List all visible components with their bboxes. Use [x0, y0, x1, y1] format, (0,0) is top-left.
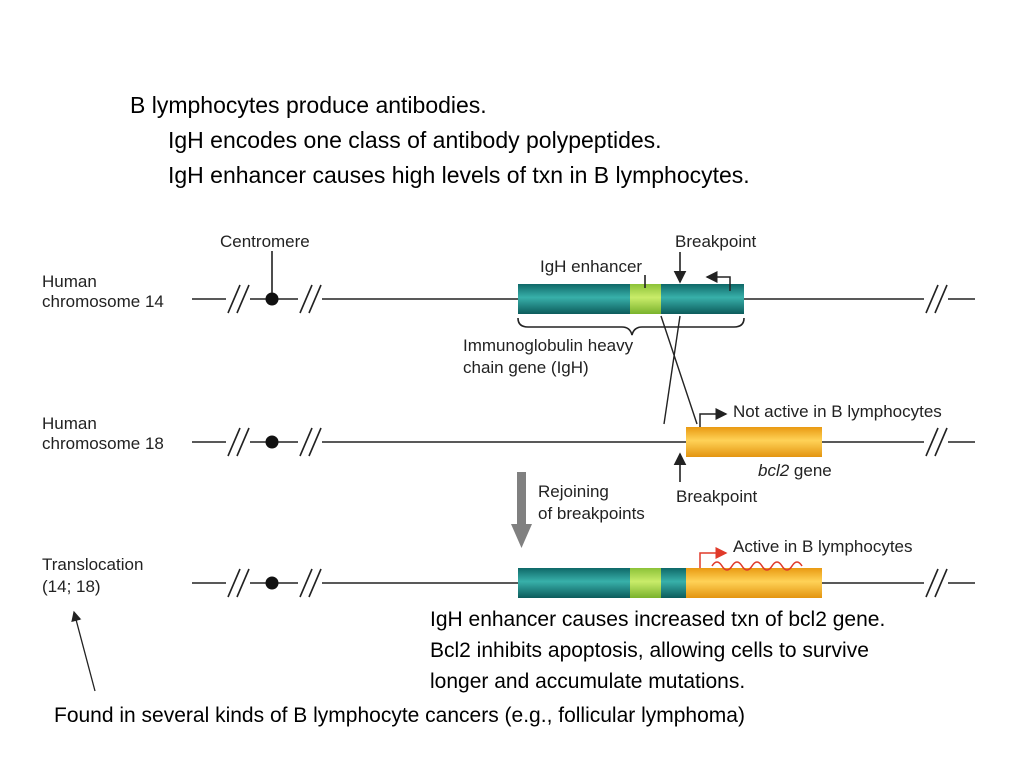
note-line-1: IgH enhancer causes increased txn of bcl…: [430, 608, 886, 631]
breakpoint-label-top: Breakpoint: [675, 232, 757, 251]
chromosome-14: [192, 251, 975, 336]
rejoining-label-1: Rejoining: [538, 482, 609, 501]
not-active-label: Not active in B lymphocytes: [733, 402, 942, 421]
chr14-label-2: chromosome 14: [42, 292, 164, 311]
note-line-3: longer and accumulate mutations.: [430, 670, 746, 693]
break-mark: [226, 284, 948, 314]
rejoining-label-2: of breakpoints: [538, 504, 645, 523]
note-line-2: Bcl2 inhibits apoptosis, allowing cells …: [430, 639, 869, 662]
breakpoint-label-bottom: Breakpoint: [676, 487, 758, 506]
bcl2-promoter-arrow: [699, 408, 728, 427]
bcl2-gene-bar: [686, 427, 822, 457]
igh-gene-label-1: Immunoglobulin heavy: [463, 336, 634, 355]
translocation-chromosome: [192, 547, 975, 598]
igh-enhancer-bar: [630, 568, 661, 598]
translocation-label-1: Translocation: [42, 555, 144, 574]
centromere-label: Centromere: [220, 232, 310, 251]
intro-line-2: IgH encodes one class of antibody polype…: [168, 127, 662, 153]
centromere-dot: [265, 435, 279, 449]
bcl2-gene-label: bcl2 gene: [758, 461, 832, 481]
translocation-label-2: (14; 18): [42, 577, 101, 596]
chromosome-18: [192, 408, 975, 482]
chr18-label-1: Human: [42, 414, 97, 433]
bcl2-gene-bar: [686, 568, 822, 598]
chr14-label-1: Human: [42, 272, 97, 291]
bcl2-italic: bcl2: [758, 461, 790, 480]
rejoining-arrow: [511, 472, 532, 548]
active-promoter-arrow: [699, 547, 728, 568]
igh-bracket: [517, 317, 745, 336]
intro-line-3: IgH enhancer causes high levels of txn i…: [168, 162, 750, 188]
transcription-wave: [711, 561, 803, 571]
footer-text: Found in several kinds of B lymphocyte c…: [54, 704, 745, 727]
bcl2-suffix: gene: [789, 461, 832, 480]
igh-enhancer-bar: [630, 284, 661, 314]
igh-promoter-arrow: [705, 271, 731, 291]
pointer-arrow: [71, 610, 96, 692]
centromere-dot: [265, 292, 279, 306]
chr18-label-2: chromosome 18: [42, 434, 164, 453]
centromere-dot: [265, 576, 279, 590]
igh-enhancer-label: IgH enhancer: [540, 257, 643, 276]
igh-gene-label-2: chain gene (IgH): [463, 358, 589, 377]
intro-line-1: B lymphocytes produce antibodies.: [130, 92, 487, 118]
crossover-lines: [660, 315, 698, 425]
active-label: Active in B lymphocytes: [733, 537, 913, 556]
